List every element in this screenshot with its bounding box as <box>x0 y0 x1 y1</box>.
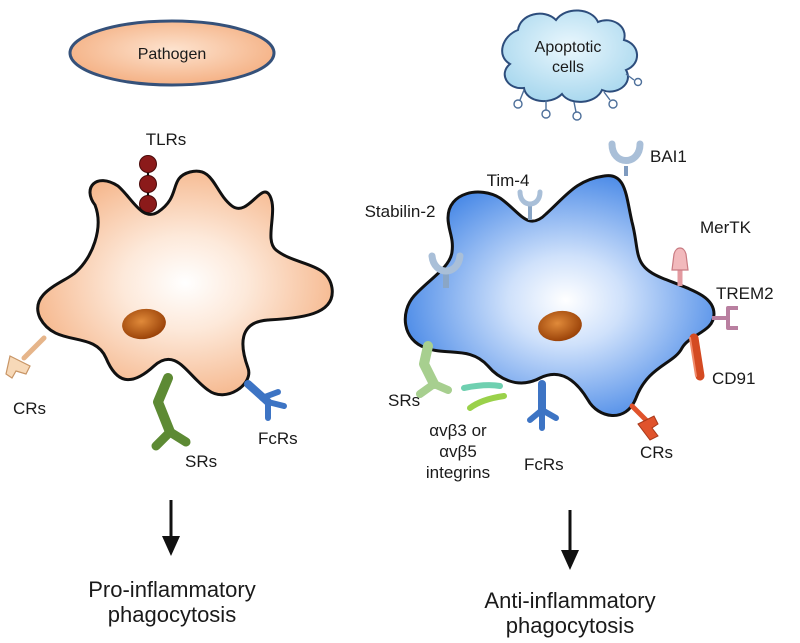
bai1-label: BAI1 <box>650 147 687 166</box>
crs-label-left: CRs <box>13 399 46 418</box>
trem2-label: TREM2 <box>716 284 774 303</box>
mertk-label: MerTK <box>700 218 752 237</box>
crs-label-right: CRs <box>640 443 673 462</box>
cd91-receptor <box>689 333 705 381</box>
tlrs-label: TLRs <box>146 130 187 149</box>
cd91-label: CD91 <box>712 369 755 388</box>
crs-receptor-left <box>5 335 47 379</box>
left-nucleus <box>122 308 166 340</box>
right-outcome-line1: Anti-inflammatory <box>484 588 655 613</box>
integrins-label-line3: integrins <box>426 463 490 482</box>
left-panel: Pathogen TLRs CRs SRs F <box>5 19 334 627</box>
right-nucleus <box>538 310 582 342</box>
stabilin2-label: Stabilin-2 <box>365 202 436 221</box>
srs-receptor-right <box>416 341 452 398</box>
srs-label-right: SRs <box>388 391 420 410</box>
apoptotic-label-line1: Apoptotic <box>535 39 602 56</box>
left-phagocyte <box>36 169 334 397</box>
right-panel: Apoptotic cells BAI1 Tim-4 Stabilin-2 <box>365 9 774 638</box>
mertk-receptor <box>671 247 689 286</box>
fcrs-label-right: FcRs <box>524 455 564 474</box>
pathogen: Pathogen <box>68 19 276 87</box>
left-arrow-icon <box>162 500 180 556</box>
stabilin2-receptor <box>428 252 464 288</box>
apoptotic-cells-cloud: Apoptotic cells <box>501 9 643 121</box>
right-phagocyte <box>403 174 716 417</box>
tlr-receptor <box>139 155 157 232</box>
srs-receptor-left <box>151 373 191 451</box>
tim4-label: Tim-4 <box>487 171 530 190</box>
integrins-label-line2: αvβ5 <box>439 442 477 461</box>
crs-receptor-right <box>629 403 659 441</box>
fcrs-label-left: FcRs <box>258 429 298 448</box>
srs-label-left: SRs <box>185 452 217 471</box>
pathogen-label: Pathogen <box>138 46 207 63</box>
bai1-receptor <box>608 140 644 176</box>
integrins-label-line1: αvβ3 or <box>429 421 487 440</box>
right-arrow-icon <box>561 510 579 570</box>
left-outcome-line2: phagocytosis <box>108 602 236 627</box>
left-outcome-line1: Pro-inflammatory <box>88 577 255 602</box>
apoptotic-label-line2: cells <box>552 59 584 76</box>
right-outcome-line2: phagocytosis <box>506 613 634 638</box>
fcrs-receptor-right <box>527 380 559 431</box>
integrins-receptor <box>461 382 507 411</box>
tim4-receptor <box>517 189 543 220</box>
trem2-receptor <box>712 306 738 330</box>
fcrs-receptor-left <box>244 380 287 421</box>
